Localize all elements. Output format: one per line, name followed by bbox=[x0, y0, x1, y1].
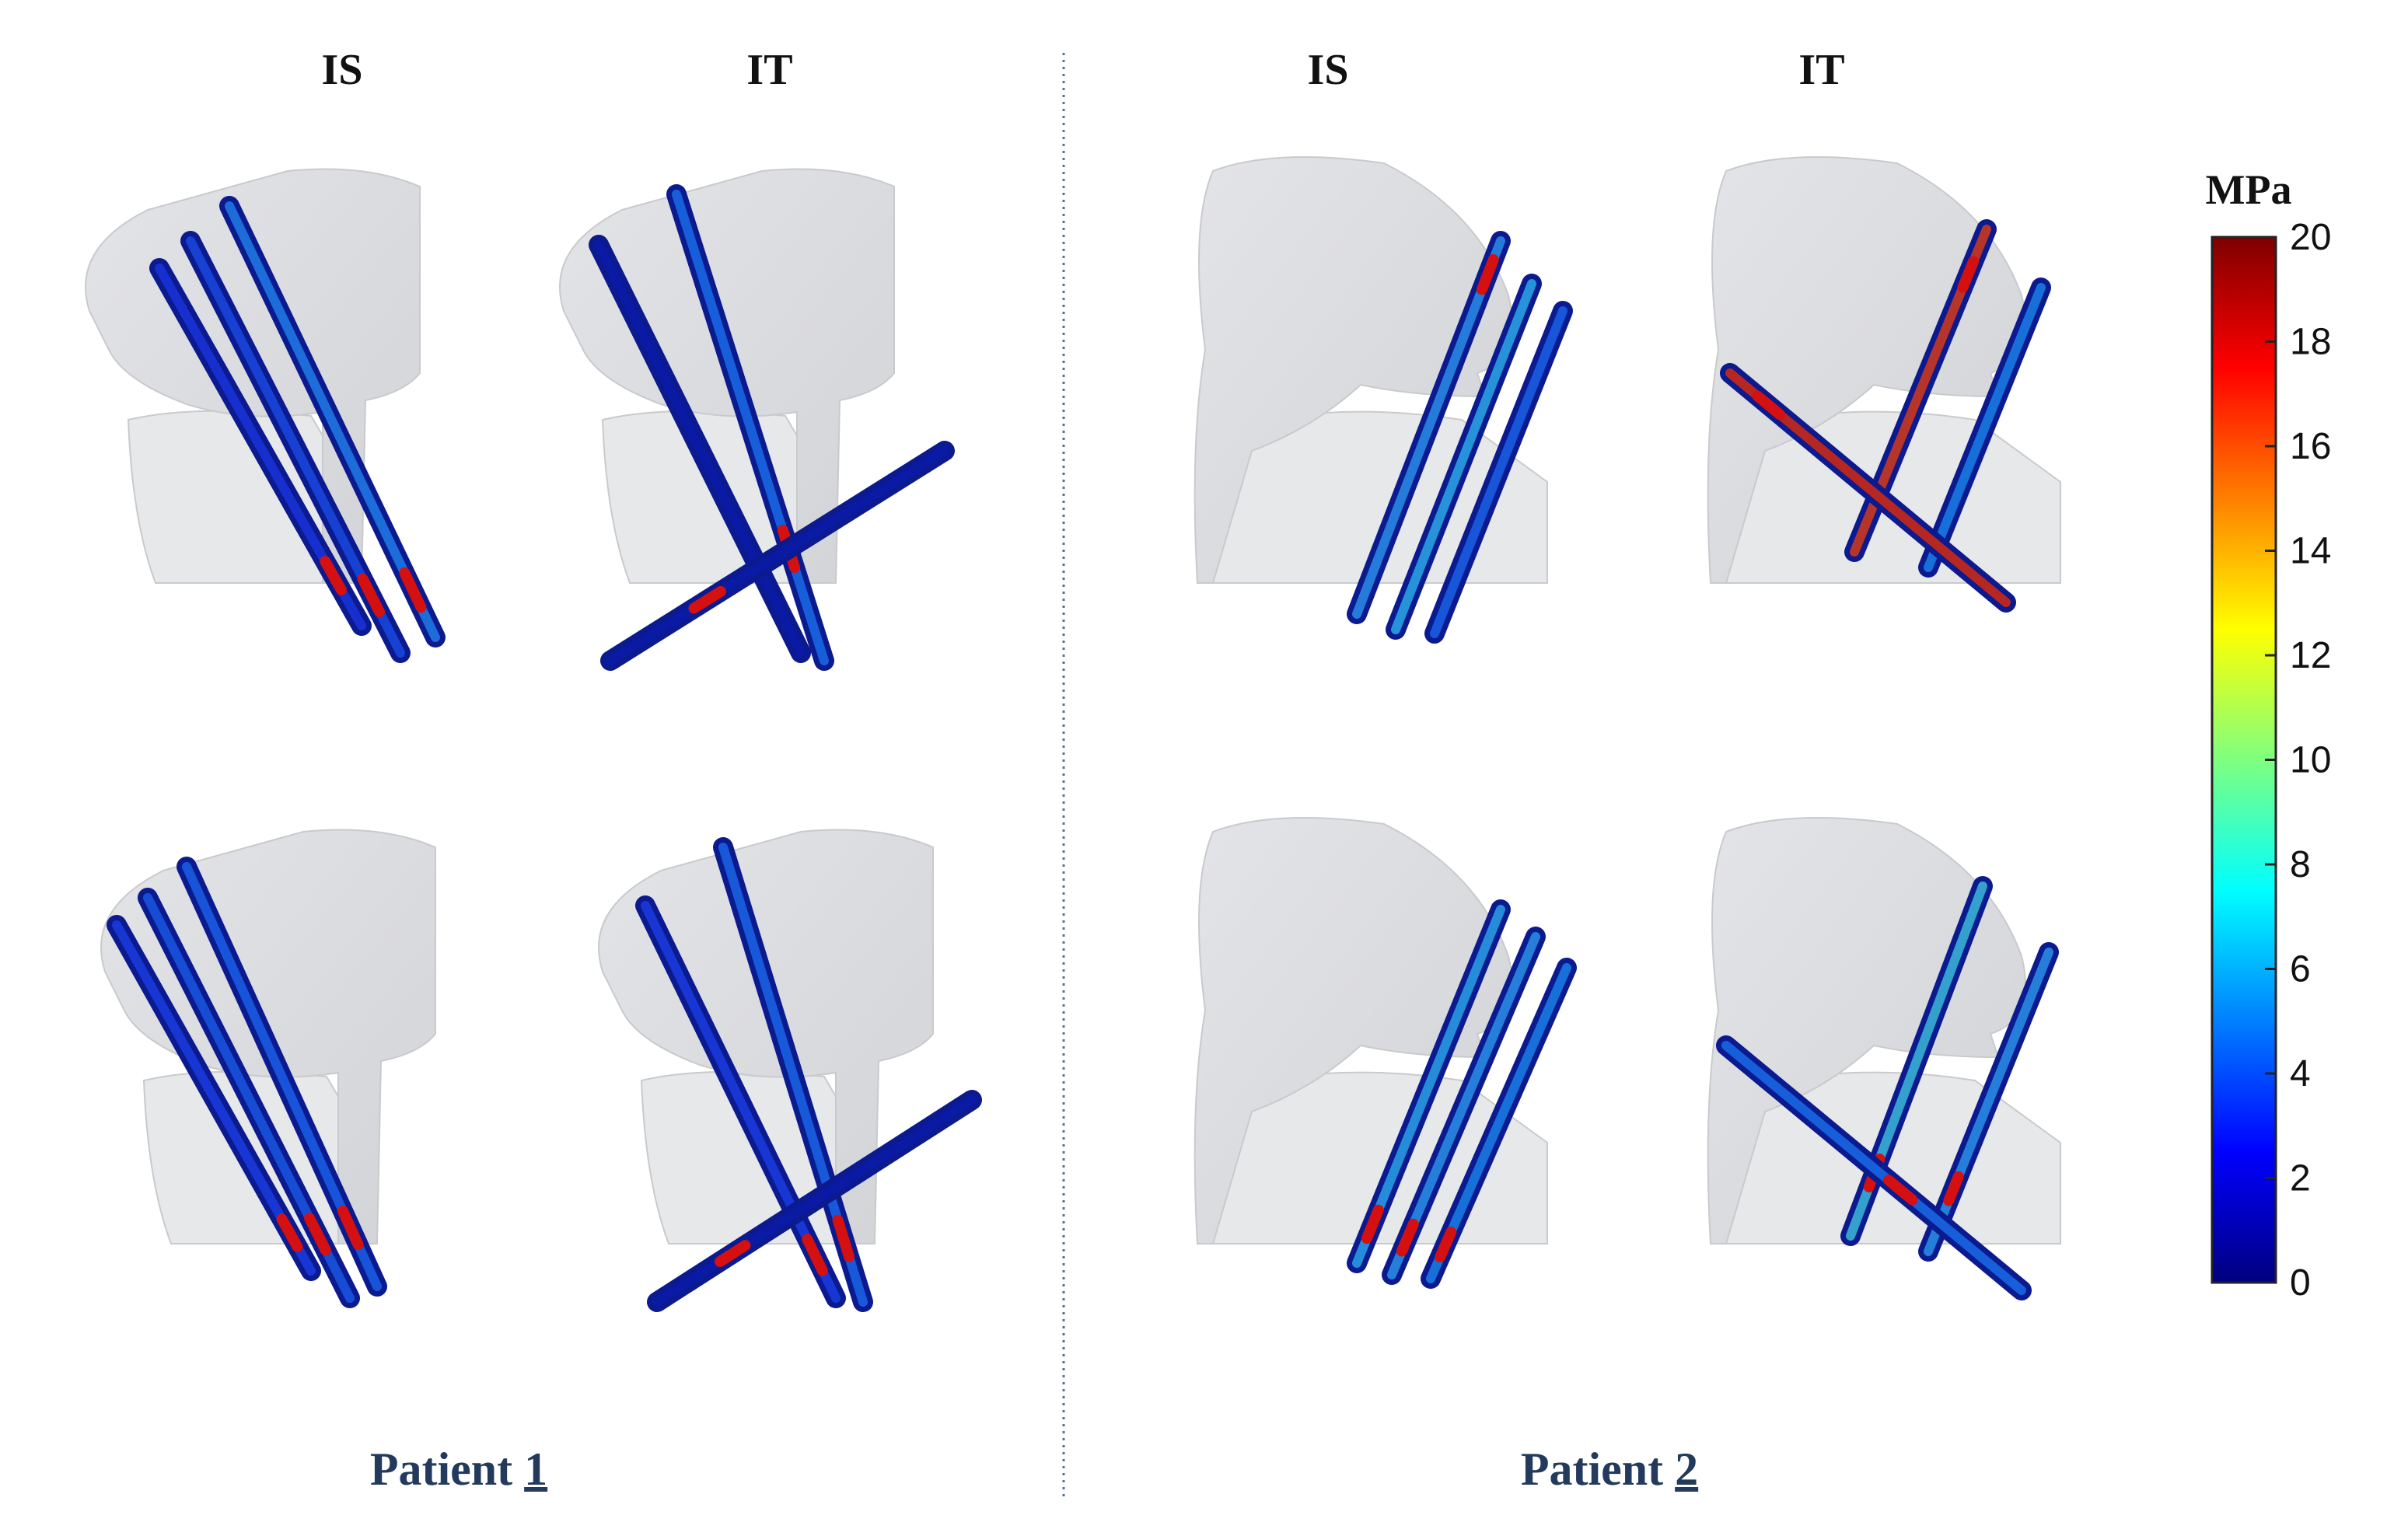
panel-p2-is-bottom bbox=[1194, 817, 1577, 1289]
colorbar-tick-label: 8 bbox=[2290, 844, 2311, 885]
colorbar-tick-label: 20 bbox=[2290, 217, 2331, 258]
screw bbox=[647, 1090, 982, 1312]
screw bbox=[1424, 301, 1573, 644]
screw bbox=[180, 231, 411, 663]
panel-p1-is-bottom bbox=[100, 829, 436, 1308]
col-label-p2-is: IS bbox=[1308, 46, 1349, 94]
colorbar-tick-label: 18 bbox=[2290, 322, 2331, 363]
screw bbox=[1347, 231, 1511, 624]
colorbar-tick-label: 12 bbox=[2290, 635, 2331, 676]
panel-p1-it-bottom bbox=[598, 829, 982, 1312]
screw bbox=[1918, 278, 2051, 578]
screw bbox=[176, 857, 387, 1297]
patient-2-number: 2 bbox=[1675, 1443, 1698, 1495]
panel-p2-it-bottom bbox=[1707, 817, 2061, 1300]
screw bbox=[589, 235, 811, 663]
panel-p2-it-top bbox=[1707, 156, 2061, 613]
colorbar-tick-label: 6 bbox=[2290, 949, 2311, 990]
upper-bone bbox=[598, 829, 934, 1244]
screw bbox=[1918, 942, 2059, 1262]
colorbar-tick-label: 0 bbox=[2290, 1262, 2311, 1304]
patient-2-label: Patient 2 bbox=[1521, 1443, 1698, 1495]
col-label-p1-is: IS bbox=[322, 46, 363, 94]
screw bbox=[219, 196, 446, 648]
screw bbox=[1421, 958, 1577, 1289]
patient-1-prefix: Patient bbox=[370, 1443, 524, 1495]
screw bbox=[1716, 1035, 2032, 1300]
screw bbox=[149, 258, 372, 636]
panel-p1-is-top bbox=[85, 168, 446, 663]
col-label-p2-it: IT bbox=[1798, 46, 1844, 94]
patient-1-label: Patient 1 bbox=[370, 1443, 547, 1495]
patient-1-number: 1 bbox=[524, 1443, 547, 1495]
col-label-p1-it: IT bbox=[746, 46, 792, 94]
screw bbox=[138, 888, 360, 1308]
panel-p2-is-top bbox=[1194, 156, 1573, 644]
screw bbox=[1382, 927, 1546, 1285]
screw bbox=[713, 837, 873, 1312]
colorbar-tick-label: 4 bbox=[2290, 1053, 2311, 1094]
colorbar-tick-label: 2 bbox=[2290, 1158, 2311, 1199]
colorbar-tick-label: 16 bbox=[2290, 426, 2331, 467]
patient-2-prefix: Patient bbox=[1521, 1443, 1675, 1495]
screw bbox=[107, 915, 321, 1281]
colorbar-unit: MPa bbox=[2206, 166, 2292, 213]
colorbar-tick-label: 10 bbox=[2290, 740, 2331, 781]
screw bbox=[1347, 899, 1511, 1273]
screw bbox=[1720, 363, 2016, 613]
screw bbox=[635, 895, 846, 1308]
panels bbox=[85, 156, 2061, 1312]
screw bbox=[600, 441, 955, 671]
panel-p1-it-top bbox=[559, 168, 955, 671]
colorbar-tick-label: 14 bbox=[2290, 531, 2331, 572]
screw bbox=[1386, 274, 1542, 640]
